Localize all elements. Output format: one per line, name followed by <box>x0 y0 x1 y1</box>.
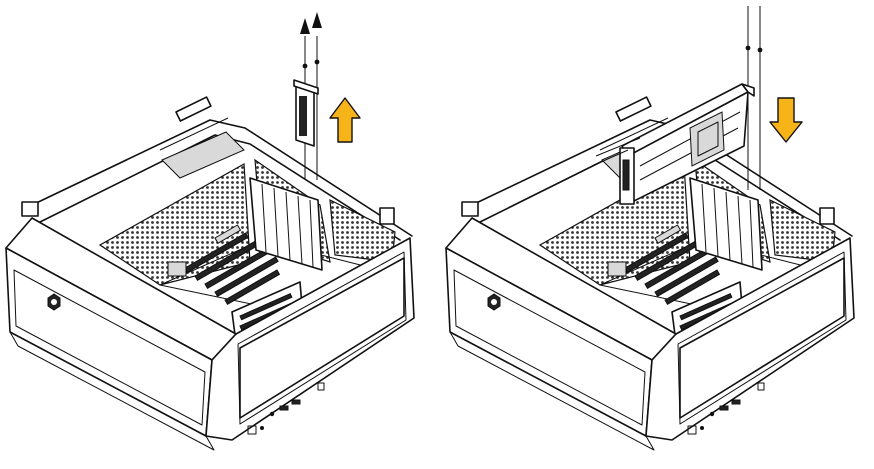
arrow-down-icon <box>769 97 803 143</box>
case-body-left <box>5 96 415 451</box>
panel-remove-slot-covers <box>5 12 415 451</box>
panel-install-expansion-card <box>445 6 855 451</box>
slot-cover-bracket <box>293 79 319 147</box>
graphics-card <box>591 83 755 205</box>
arrow-up-icon <box>329 97 361 143</box>
